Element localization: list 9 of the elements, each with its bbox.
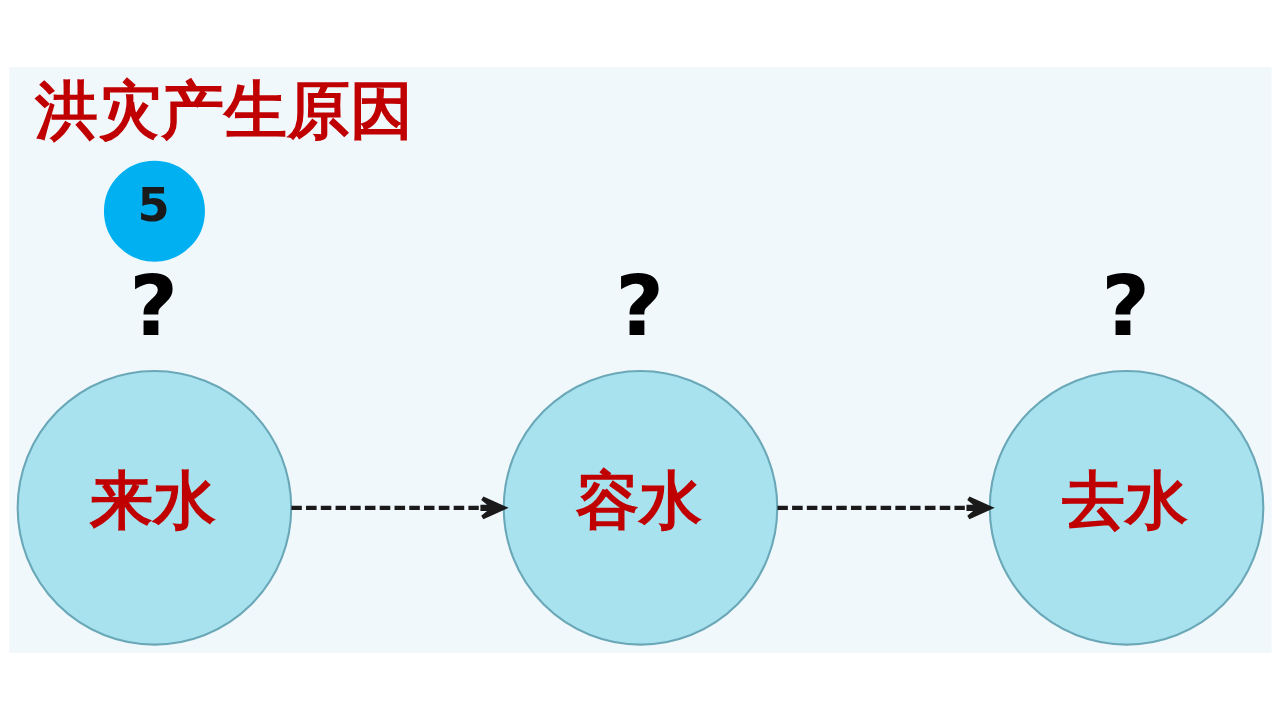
node-label: ? (1100, 257, 1150, 356)
node-circle: 容水 (502, 370, 778, 646)
arrow (776, 496, 992, 520)
node-circle: 去水 (988, 370, 1264, 646)
node-label: ? (614, 257, 664, 356)
diagram-title: 洪灾产生原因 (34, 73, 413, 148)
arrow (290, 496, 506, 520)
node-circle: 5 (103, 160, 205, 262)
node-circle: 来水 (16, 370, 292, 646)
